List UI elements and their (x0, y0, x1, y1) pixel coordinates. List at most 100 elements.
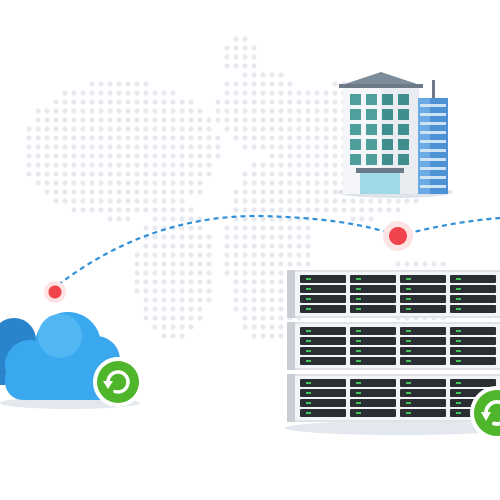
map-dot (323, 171, 329, 177)
drive-bay (350, 409, 396, 417)
drive-led (306, 360, 311, 362)
map-dot (269, 306, 275, 312)
map-dot (107, 180, 113, 186)
map-dot (251, 288, 257, 294)
map-dot (80, 126, 86, 132)
map-dot (35, 162, 41, 168)
map-dot (143, 135, 149, 141)
map-dot (179, 225, 185, 231)
map-dot (143, 288, 149, 294)
map-dot (269, 189, 275, 195)
map-dot (251, 54, 257, 60)
map-dot (179, 180, 185, 186)
map-dot (314, 90, 320, 96)
map-dot (98, 117, 104, 123)
map-dot (116, 180, 122, 186)
map-dot (206, 126, 212, 132)
building-window (382, 139, 393, 150)
map-dot (89, 180, 95, 186)
map-dot (305, 90, 311, 96)
map-dot (170, 288, 176, 294)
map-dot (26, 144, 32, 150)
map-dot (350, 216, 356, 222)
map-dot (269, 180, 275, 186)
map-dot (125, 126, 131, 132)
map-dot (197, 279, 203, 285)
map-dot (278, 288, 284, 294)
drive-bay (450, 379, 496, 387)
map-dot (260, 261, 266, 267)
map-dot (161, 270, 167, 276)
map-dot (233, 36, 239, 42)
map-dot (80, 108, 86, 114)
building-window (366, 139, 377, 150)
map-dot (206, 279, 212, 285)
map-dot (233, 117, 239, 123)
map-dot (251, 297, 257, 303)
map-dot (359, 216, 365, 222)
drive-led (406, 382, 411, 384)
map-dot (170, 99, 176, 105)
map-dot (305, 243, 311, 249)
drive-led (456, 308, 461, 310)
map-dot (152, 189, 158, 195)
map-dot (305, 171, 311, 177)
map-dot (206, 162, 212, 168)
map-dot (161, 153, 167, 159)
map-dot (143, 270, 149, 276)
map-dot (269, 225, 275, 231)
map-dot (161, 243, 167, 249)
map-dot (278, 207, 284, 213)
map-dot (179, 243, 185, 249)
map-dot (323, 99, 329, 105)
map-dot (305, 207, 311, 213)
map-dot (269, 81, 275, 87)
map-dot (296, 198, 302, 204)
map-dot (53, 180, 59, 186)
map-dot (287, 171, 293, 177)
map-dot (26, 171, 32, 177)
map-dot (80, 117, 86, 123)
tower-stripe (420, 158, 446, 161)
map-dot (170, 261, 176, 267)
drive-bay (350, 327, 396, 335)
map-dot (314, 108, 320, 114)
map-dot (215, 135, 221, 141)
map-dot (98, 207, 104, 213)
map-dot (242, 63, 248, 69)
map-dot (116, 198, 122, 204)
map-dot (161, 207, 167, 213)
map-dot (269, 171, 275, 177)
map-dot (179, 189, 185, 195)
map-dot (134, 108, 140, 114)
map-dot (197, 252, 203, 258)
map-dot (170, 333, 176, 339)
map-dot (161, 306, 167, 312)
map-dot (233, 288, 239, 294)
map-dot (242, 297, 248, 303)
map-dot (278, 306, 284, 312)
map-dot (89, 90, 95, 96)
map-dot (188, 135, 194, 141)
map-dot (35, 171, 41, 177)
map-dot (287, 261, 293, 267)
map-dot (206, 234, 212, 240)
map-dot (287, 117, 293, 123)
building-window (398, 109, 409, 120)
drive-led (456, 330, 461, 332)
map-dot (143, 126, 149, 132)
drive-led (406, 278, 411, 280)
map-dot (98, 171, 104, 177)
map-dot (116, 153, 122, 159)
map-dot (215, 153, 221, 159)
map-dot (179, 279, 185, 285)
map-dot (161, 198, 167, 204)
map-dot (197, 270, 203, 276)
map-dot (278, 72, 284, 78)
map-dot (314, 126, 320, 132)
map-dot (287, 189, 293, 195)
map-dot (413, 198, 419, 204)
drive-led (406, 340, 411, 342)
map-dot (98, 81, 104, 87)
map-dot (44, 153, 50, 159)
